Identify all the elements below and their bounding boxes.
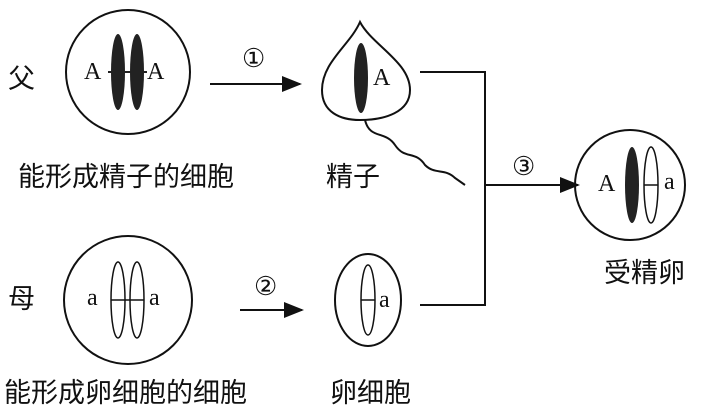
- step-2-label: ②: [254, 272, 278, 302]
- mother-caption: 能形成卵细胞的细胞: [4, 378, 247, 409]
- zygote-chromosome-dark: [625, 147, 639, 223]
- mother-cell: [63, 235, 193, 365]
- mother-allele-right: a: [149, 285, 160, 311]
- father-allele-left: A: [84, 59, 102, 85]
- zygote-allele-left: A: [598, 171, 616, 197]
- connector-lines: [420, 71, 486, 306]
- father-cell: [65, 9, 191, 135]
- step-3-label: ③: [512, 152, 536, 182]
- egg-caption: 卵细胞: [330, 378, 411, 409]
- sperm-chromosome: [354, 43, 368, 113]
- sperm-allele: A: [373, 65, 391, 91]
- zygote-allele-right: a: [664, 169, 675, 195]
- mother-allele-left: a: [87, 285, 98, 311]
- father-caption: 能形成精子的细胞: [18, 162, 234, 193]
- egg-cell: [334, 253, 402, 347]
- sperm-caption: 精子: [326, 162, 380, 193]
- father-label: 父: [8, 64, 35, 95]
- zygote-caption: 受精卵: [604, 258, 685, 289]
- mother-label: 母: [8, 284, 35, 315]
- egg-allele: a: [379, 287, 390, 313]
- sperm-tail: [364, 119, 466, 186]
- zygote-cell: [574, 129, 686, 241]
- step-1-label: ①: [242, 44, 266, 74]
- father-allele-right: A: [147, 59, 165, 85]
- sperm-head: [320, 19, 412, 122]
